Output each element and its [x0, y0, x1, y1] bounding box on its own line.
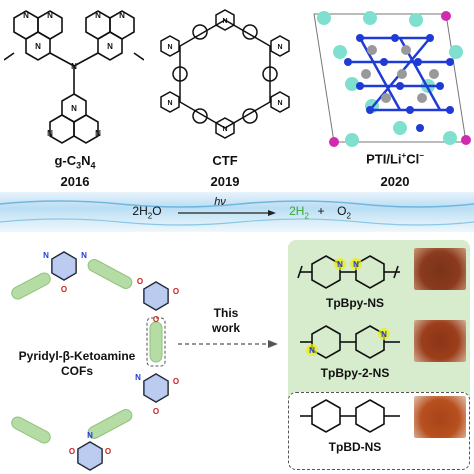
svg-text:N: N: [71, 62, 77, 71]
phenyl-ring: [172, 24, 278, 124]
svg-text:O: O: [69, 447, 75, 456]
material-photo-2: [414, 320, 466, 362]
heptazine-unit-left: [13, 10, 63, 61]
ctf-structure: N N N N N N: [160, 9, 290, 139]
material-name-2: TpBpy-2-NS: [320, 366, 390, 380]
svg-text:O: O: [105, 447, 111, 456]
svg-text:N: N: [135, 373, 141, 382]
svg-text:N: N: [167, 44, 172, 51]
svg-text:N: N: [337, 260, 343, 269]
linker-bar: [11, 272, 51, 300]
svg-text:O: O: [153, 407, 159, 416]
plus-sign: +: [317, 204, 325, 218]
heptazine-unit-right: [85, 10, 135, 61]
svg-text:N: N: [222, 18, 227, 25]
svg-text:N: N: [23, 11, 29, 20]
heptazine-unit-bottom: [49, 93, 99, 144]
water-band: [0, 192, 474, 232]
ctf-label: CTF: [212, 153, 238, 168]
svg-text:N: N: [277, 100, 282, 107]
material-name-3: TpBD-NS: [328, 440, 382, 454]
triformyl-core: [51, 251, 77, 281]
cof-title-line1: Pyridyl-β-Ketoamine: [18, 349, 136, 363]
li-cl-atoms: [317, 11, 463, 147]
biphenyl-structure: [300, 399, 400, 433]
gcn-structure: N N N N N N N N N N: [4, 10, 144, 144]
this-work-arrow: [178, 340, 278, 348]
water-waves: [0, 200, 474, 226]
this-work-label-2: work: [211, 321, 240, 335]
c-atoms: [361, 45, 439, 103]
svg-text:N: N: [35, 42, 41, 51]
pti-label: PTI/Li+Cl−: [366, 151, 424, 167]
material-photo-1: [414, 248, 466, 290]
product-h2: 2H2: [289, 204, 309, 221]
material-name-1: TpBpy-NS: [326, 296, 384, 310]
ctf-year: 2019: [210, 174, 240, 189]
svg-text:N: N: [167, 100, 172, 107]
hv-label: hν: [214, 196, 226, 208]
svg-text:N: N: [95, 129, 101, 138]
svg-text:N: N: [381, 330, 387, 339]
svg-text:N: N: [47, 11, 53, 20]
svg-text:O: O: [61, 285, 67, 294]
svg-text:N: N: [353, 260, 359, 269]
svg-text:N: N: [95, 11, 101, 20]
svg-text:N: N: [277, 44, 282, 51]
svg-text:N: N: [309, 346, 315, 355]
svg-text:N: N: [222, 126, 227, 133]
gcn-label: g-C3N4: [54, 153, 96, 171]
gcn-year: 2016: [60, 174, 90, 189]
product-o2: O2: [337, 204, 351, 221]
svg-text:O: O: [173, 377, 179, 386]
svg-text:N: N: [81, 251, 87, 260]
svg-text:O: O: [137, 277, 143, 286]
material-photo-3: [414, 396, 466, 438]
svg-text:N: N: [43, 251, 49, 260]
cof-title-line2: COFs: [60, 364, 93, 378]
svg-text:N: N: [47, 129, 53, 138]
svg-text:O: O: [173, 287, 179, 296]
triazine-ring: [215, 9, 235, 31]
svg-text:N: N: [71, 104, 77, 113]
reactant-water: 2H2O: [132, 204, 162, 221]
bipyridine-2-structure: N N: [300, 325, 400, 359]
pti-structure: [313, 11, 471, 147]
this-work-label-1: This: [213, 306, 239, 320]
svg-text:N: N: [107, 42, 113, 51]
n-atoms: [344, 34, 454, 132]
svg-text:O: O: [153, 315, 159, 324]
pti-year: 2020: [380, 174, 410, 189]
svg-text:N: N: [119, 11, 125, 20]
cof-network: N N O O O O N O O O O N: [11, 251, 179, 471]
bipyridine-structure: N N: [297, 255, 400, 289]
svg-text:N: N: [87, 431, 93, 440]
